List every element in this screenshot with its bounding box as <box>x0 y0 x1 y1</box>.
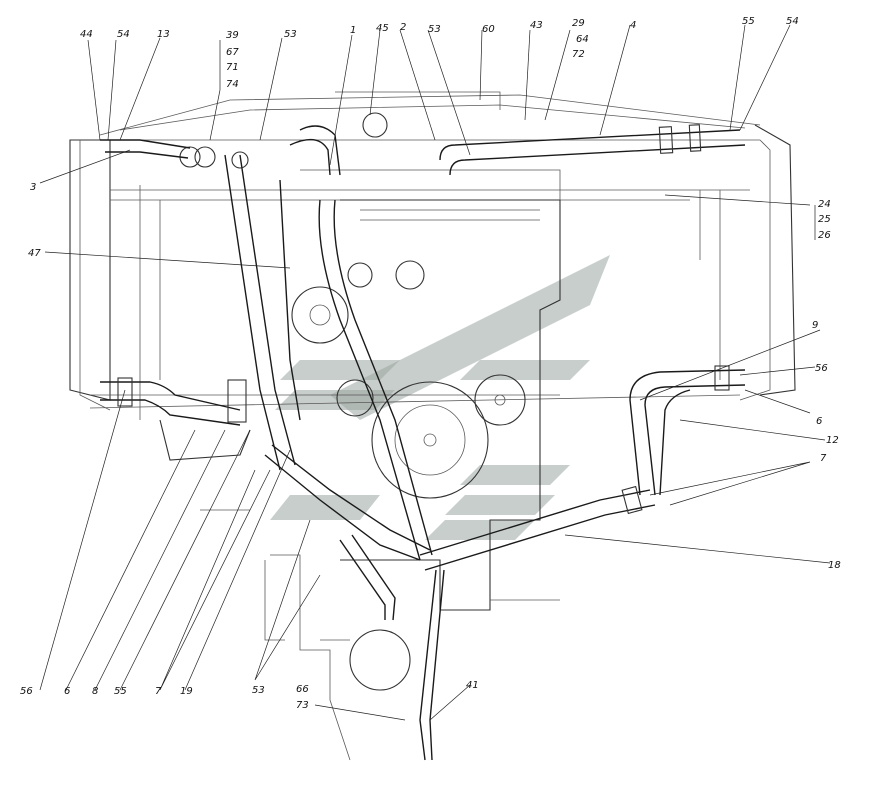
label-73: 73 <box>296 700 309 711</box>
label-74: 74 <box>226 79 239 90</box>
label-41: 41 <box>466 680 479 691</box>
label-60: 60 <box>482 24 495 35</box>
label-71: 71 <box>226 62 239 73</box>
top-frame <box>99 91 761 136</box>
label-4: 4 <box>630 20 636 31</box>
label-13: 13 <box>157 29 170 40</box>
label-53b: 53 <box>428 24 441 35</box>
label-8: 8 <box>92 686 98 697</box>
label-44: 44 <box>80 29 93 40</box>
label-55b: 55 <box>114 686 127 697</box>
label-67: 67 <box>226 47 239 58</box>
label-25: 25 <box>818 214 831 225</box>
label-18: 18 <box>828 560 841 571</box>
label-56a: 56 <box>815 363 828 374</box>
pipes <box>100 112 746 761</box>
label-56b: 56 <box>20 686 33 697</box>
label-54b: 54 <box>786 16 799 27</box>
label-12: 12 <box>826 435 839 446</box>
label-9: 9 <box>812 320 818 331</box>
part-labels: 44 54 13 39 67 71 74 53 1 45 2 53 60 43 … <box>20 16 841 711</box>
watermark-logo <box>270 255 610 540</box>
label-53c: 53 <box>252 685 265 696</box>
label-72: 72 <box>572 49 585 60</box>
label-47: 47 <box>28 248 41 259</box>
label-43: 43 <box>530 20 543 31</box>
label-64: 64 <box>576 34 589 45</box>
label-6b: 6 <box>64 686 70 697</box>
label-1: 1 <box>350 25 356 36</box>
label-6a: 6 <box>816 416 822 427</box>
label-29: 29 <box>572 18 585 29</box>
label-2: 2 <box>400 22 406 33</box>
engine-block <box>291 169 561 691</box>
label-53a: 53 <box>284 29 297 40</box>
leader-lines <box>39 24 831 721</box>
label-26: 26 <box>818 230 831 241</box>
label-45: 45 <box>376 23 389 34</box>
label-54a: 54 <box>117 29 130 40</box>
label-19: 19 <box>180 686 193 697</box>
bracket-lines <box>200 509 560 761</box>
label-55a: 55 <box>742 16 755 27</box>
label-7b: 7 <box>155 686 162 697</box>
label-39: 39 <box>226 30 239 41</box>
label-24: 24 <box>818 199 831 210</box>
label-66: 66 <box>296 684 309 695</box>
label-3: 3 <box>30 182 36 193</box>
label-7a: 7 <box>820 453 827 464</box>
